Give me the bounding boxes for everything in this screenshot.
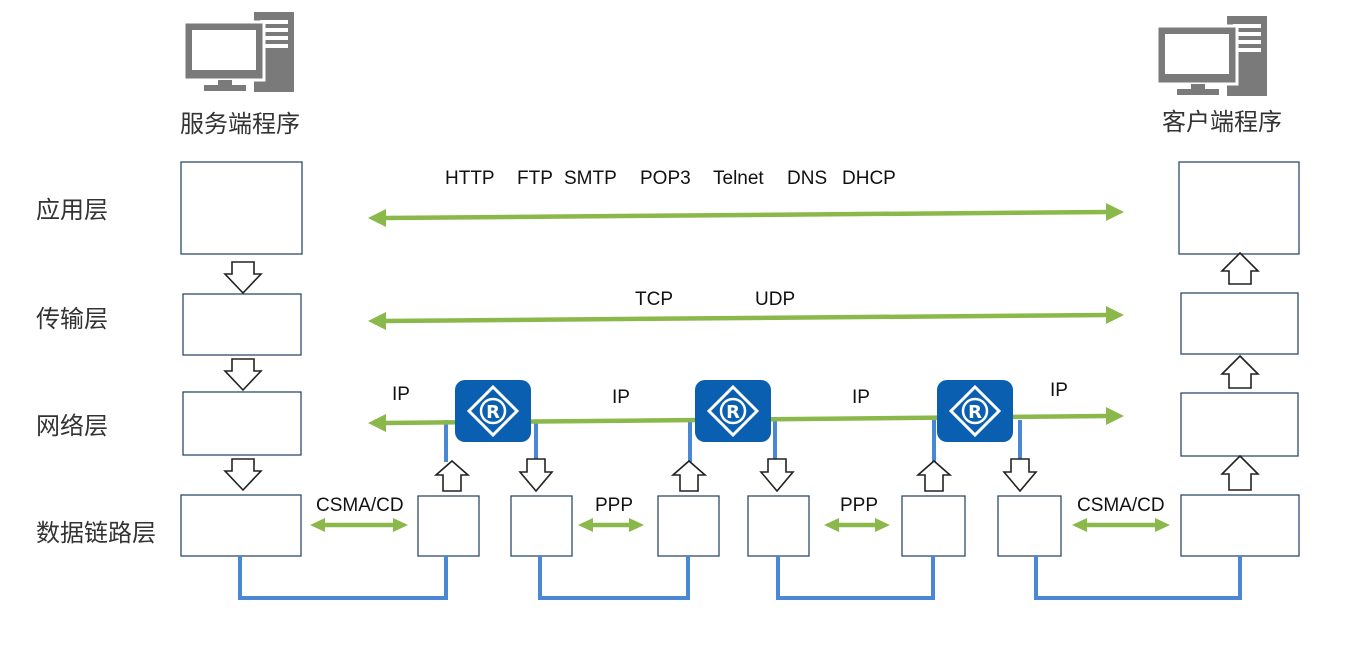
down-arrow-icon — [759, 458, 795, 493]
server-network-box — [182, 391, 302, 456]
protocol-label: DHCP — [842, 168, 896, 189]
protocol-label: UDP — [755, 289, 795, 310]
up-arrow-icon — [1220, 251, 1260, 285]
application-protocol-arrow — [368, 203, 1124, 227]
layer-label-transport: 传输层 — [36, 305, 108, 333]
datalink-box-r2-left — [657, 495, 720, 557]
down-arrow-icon — [223, 458, 263, 492]
up-arrow-icon — [433, 459, 471, 492]
protocol-label: IP — [1050, 380, 1068, 401]
protocol-label: Telnet — [713, 168, 764, 189]
client-datalink-box — [1180, 494, 1300, 557]
down-arrow-icon — [518, 458, 554, 493]
protocol-label: HTTP — [445, 168, 495, 189]
transport-protocol-arrow — [368, 306, 1124, 330]
client-computer-icon — [1155, 14, 1269, 98]
down-arrow-icon — [1002, 458, 1038, 493]
router-icon-3 — [935, 378, 1015, 444]
physical-link-4 — [1034, 556, 1242, 600]
datalink-box-r1-right — [510, 495, 573, 557]
datalink-arrow-4 — [1072, 518, 1170, 532]
up-arrow-icon — [670, 459, 708, 492]
protocol-label: IP — [392, 384, 410, 405]
protocol-label: PPP — [840, 495, 878, 516]
server-transport-box — [182, 293, 302, 356]
datalink-arrow-3 — [824, 518, 890, 532]
protocol-label: FTP — [517, 168, 553, 189]
router-icon-1 — [453, 378, 533, 444]
datalink-box-r2-right — [747, 495, 810, 557]
up-arrow-icon — [915, 459, 953, 492]
up-arrow-icon — [1220, 454, 1260, 491]
datalink-box-r3-right — [997, 495, 1062, 557]
datalink-arrow-1 — [310, 518, 408, 532]
client-label: 客户端程序 — [1162, 108, 1282, 136]
protocol-label: POP3 — [640, 168, 691, 189]
server-label: 服务端程序 — [180, 110, 300, 138]
protocol-label: IP — [852, 387, 870, 408]
client-network-box — [1180, 392, 1299, 457]
layer-label-network: 网络层 — [36, 412, 108, 440]
client-application-box — [1178, 161, 1300, 255]
server-datalink-box — [180, 494, 302, 557]
protocol-label: DNS — [787, 168, 827, 189]
physical-link-2 — [538, 556, 690, 600]
protocol-label: CSMA/CD — [1077, 495, 1165, 516]
layer-label-datalink: 数据链路层 — [36, 519, 156, 547]
router-icon-2 — [693, 378, 773, 444]
physical-link-3 — [776, 556, 935, 600]
down-arrow-icon — [223, 358, 263, 392]
server-application-box — [180, 161, 303, 255]
datalink-box-r1-left — [417, 495, 480, 557]
protocol-label: PPP — [595, 495, 633, 516]
down-arrow-icon — [223, 261, 263, 295]
physical-link-1 — [238, 556, 448, 600]
datalink-arrow-2 — [578, 518, 644, 532]
protocol-label: SMTP — [564, 168, 617, 189]
protocol-label: CSMA/CD — [316, 495, 404, 516]
layer-label-application: 应用层 — [36, 196, 108, 224]
client-transport-box — [1180, 292, 1299, 355]
up-arrow-icon — [1220, 354, 1260, 389]
protocol-label: TCP — [635, 289, 673, 310]
server-computer-icon — [182, 10, 296, 94]
protocol-label: IP — [612, 387, 630, 408]
datalink-box-r3-left — [901, 495, 966, 557]
